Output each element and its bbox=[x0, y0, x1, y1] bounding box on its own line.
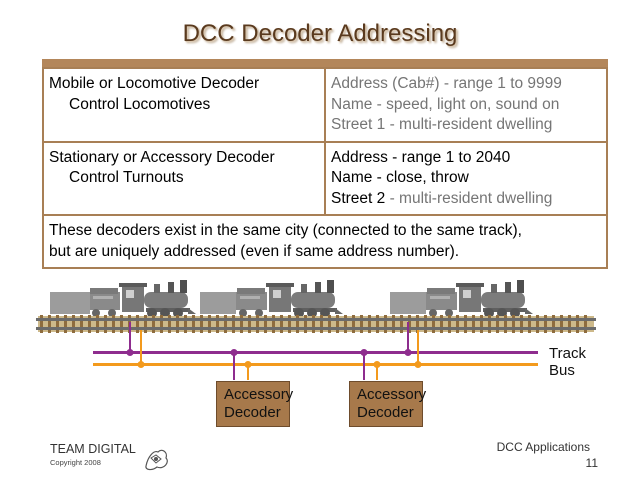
table-row-note: These decoders exist in the same city (c… bbox=[42, 214, 608, 269]
team-digital-logo-icon bbox=[145, 449, 168, 471]
note-line: These decoders exist in the same city (c… bbox=[49, 222, 522, 239]
detail-text: - speed, light on, sound on bbox=[372, 95, 560, 113]
detail-line: Address - range 1 to 2040 bbox=[331, 148, 601, 169]
accessory-decoder-box-1: Accessory Decoder bbox=[216, 381, 294, 427]
detail-text: - range 1 to 9999 bbox=[439, 75, 562, 92]
detail-label: Name bbox=[331, 95, 373, 113]
table-row-stationary: Stationary or Accessory Decoder Control … bbox=[42, 140, 608, 216]
detail-label: Street 1 bbox=[331, 116, 386, 133]
mobile-decoder-title: Mobile or Locomotive Decoder bbox=[49, 75, 260, 92]
track-bus-purple bbox=[93, 351, 538, 354]
locomotive-1-tender-front bbox=[50, 292, 90, 314]
locomotive-1 bbox=[88, 280, 196, 318]
locomotive-2-tender-front bbox=[200, 292, 236, 314]
track-bus-orange bbox=[93, 363, 538, 366]
detail-label: Street 2 bbox=[331, 189, 386, 207]
mobile-decoder-details: Address (Cab#) - range 1 to 9999 Name - … bbox=[324, 67, 608, 143]
note-line: but are uniquely addressed (even if same… bbox=[49, 242, 460, 260]
detail-text: - multi-resident dwelling bbox=[385, 189, 553, 207]
locomotive-3 bbox=[425, 280, 533, 318]
stationary-decoder-purpose: Control Turnouts bbox=[69, 169, 184, 186]
detail-line: Name - close, throw bbox=[331, 168, 601, 189]
mobile-decoder-cell: Mobile or Locomotive Decoder Control Loc… bbox=[42, 67, 326, 143]
section-label: DCC Applications bbox=[496, 440, 590, 454]
track-feeders bbox=[126, 322, 422, 368]
detail-line: Street 1 - multi-resident dwelling bbox=[331, 115, 601, 136]
decoder-table: Mobile or Locomotive Decoder Control Loc… bbox=[42, 67, 608, 269]
table-row-mobile: Mobile or Locomotive Decoder Control Loc… bbox=[42, 67, 608, 143]
track-bus-label-line: Track bbox=[549, 345, 586, 362]
stationary-decoder-details: Address - range 1 to 2040 Name - close, … bbox=[324, 140, 608, 216]
locomotive-3-tender-front bbox=[390, 292, 426, 314]
accessory-decoder-label: Decoder bbox=[357, 404, 414, 421]
stationary-decoder-cell: Stationary or Accessory Decoder Control … bbox=[42, 140, 326, 216]
detail-label: Name bbox=[331, 169, 373, 186]
accessory-decoder-box-2: Accessory Decoder bbox=[349, 381, 427, 427]
detail-text: - range 1 to 2040 bbox=[387, 148, 511, 166]
detail-text: - close, throw bbox=[372, 169, 469, 186]
detail-line: Address (Cab#) - range 1 to 9999 bbox=[331, 74, 601, 95]
team-digital-brand: TEAM DIGITAL bbox=[50, 442, 136, 456]
track-bus-label-line: Bus bbox=[549, 362, 575, 379]
accessory-decoder-label: Accessory bbox=[224, 386, 294, 403]
accessory-decoder-label: Accessory bbox=[357, 386, 427, 403]
track-bus-diagram bbox=[36, 280, 596, 380]
mobile-decoder-purpose: Control Locomotives bbox=[69, 95, 211, 113]
decoder-drops bbox=[230, 349, 381, 380]
detail-label: Address bbox=[331, 148, 388, 166]
addressing-note: These decoders exist in the same city (c… bbox=[42, 214, 608, 269]
detail-label: Address (Cab#) bbox=[331, 75, 440, 92]
copyright-text: Copyright 2008 bbox=[50, 458, 101, 467]
slide-title: DCC Decoder Addressing bbox=[182, 20, 458, 47]
accessory-decoder-label: Decoder bbox=[224, 404, 281, 421]
detail-line: Name - speed, light on, sound on bbox=[331, 95, 601, 116]
railroad-track bbox=[36, 315, 596, 333]
table-top-rule bbox=[42, 59, 608, 67]
detail-line: Street 2 - multi-resident dwelling bbox=[331, 189, 601, 210]
detail-text: - multi-resident dwelling bbox=[385, 116, 553, 133]
locomotive-2 bbox=[235, 280, 343, 318]
track-bus-label: Track Bus bbox=[549, 345, 586, 379]
stationary-decoder-title: Stationary or Accessory Decoder bbox=[49, 148, 275, 166]
page-number: 11 bbox=[585, 456, 598, 470]
